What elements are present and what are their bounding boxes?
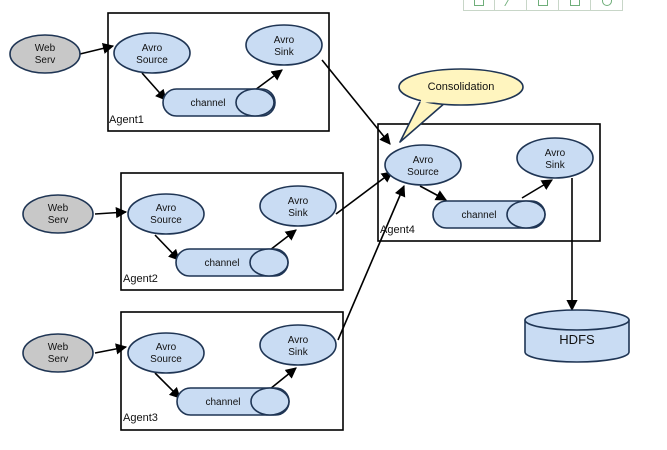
agent1-sink-line2: Sink xyxy=(274,47,294,58)
expand-button[interactable] xyxy=(495,0,527,11)
agent1-source-line2: Source xyxy=(136,55,168,66)
edge-agent3-source-channel xyxy=(154,372,181,399)
edge-agent1-channel-sink xyxy=(254,69,283,91)
agent3-channel-label: channel xyxy=(205,397,240,408)
agent2-channel: channel xyxy=(175,248,289,277)
agent3-sink-line2: Sink xyxy=(288,347,308,358)
agent4-source-line1: Avro xyxy=(413,155,434,166)
web-server-2-line2: Serv xyxy=(48,215,69,226)
agent2-channel-label: channel xyxy=(204,258,239,269)
edge-agent2-sink-agent4 xyxy=(335,171,393,215)
agent3-source-line1: Avro xyxy=(156,342,177,353)
web-server-1-line2: Serv xyxy=(35,55,56,66)
consolidation-callout: Consolidation xyxy=(398,68,524,143)
agent1-channel-label: channel xyxy=(190,98,225,109)
agent2-sink: Avro Sink xyxy=(259,185,337,227)
settings-icon xyxy=(601,0,612,6)
web-server-2: Web Serv xyxy=(22,194,94,234)
agent4-label: Agent4 xyxy=(380,224,415,236)
agent4-source: Avro Source xyxy=(384,144,462,186)
web-server-1-line1: Web xyxy=(35,43,56,54)
web-server-3: Web Serv xyxy=(22,333,94,373)
agent1-box xyxy=(107,12,330,132)
agent2-sink-line1: Avro xyxy=(288,196,309,207)
agent3-sink-line1: Avro xyxy=(288,335,309,346)
agent4-sink: Avro Sink xyxy=(516,137,594,179)
edge-agent4-source-channel xyxy=(419,185,447,201)
agent4-box xyxy=(377,123,601,242)
settings-button[interactable] xyxy=(591,0,623,11)
agent2-label: Agent2 xyxy=(123,273,158,285)
edge-agent1-sink-agent4 xyxy=(321,59,391,145)
agent1-label: Agent1 xyxy=(109,114,144,126)
agent1-source-line1: Avro xyxy=(142,43,163,54)
frame-icon xyxy=(569,0,580,6)
hdfs-label: HDFS xyxy=(559,332,595,347)
agent4-sink-line1: Avro xyxy=(545,148,566,159)
edge-agent2-source-channel xyxy=(154,234,180,261)
web-server-1: Web Serv xyxy=(9,34,81,74)
save-icon xyxy=(474,0,484,6)
hdfs-storage: HDFS xyxy=(524,309,630,363)
edge-agent4-channel-sink xyxy=(521,179,553,199)
frame-button[interactable] xyxy=(559,0,591,11)
save-button[interactable] xyxy=(463,0,495,11)
agent3-sink: Avro Sink xyxy=(259,324,337,366)
agent2-source-line2: Source xyxy=(150,215,182,226)
web-server-3-line1: Web xyxy=(48,342,69,353)
home-icon xyxy=(537,0,548,6)
consolidation-label: Consolidation xyxy=(428,81,495,93)
edge-agent1-source-channel xyxy=(141,72,167,101)
agent2-box xyxy=(120,172,344,291)
home-button[interactable] xyxy=(527,0,559,11)
agent2-source: Avro Source xyxy=(127,193,205,235)
agent3-source: Avro Source xyxy=(127,332,205,374)
agent3-box xyxy=(120,311,344,431)
toolbar xyxy=(463,0,623,12)
agent3-channel: channel xyxy=(176,387,290,416)
agent1-sink: Avro Sink xyxy=(245,24,323,66)
agent2-source-line1: Avro xyxy=(156,203,177,214)
edge-agent2-channel-sink xyxy=(269,229,297,251)
web-server-3-line2: Serv xyxy=(48,354,69,365)
agent4-channel: channel xyxy=(432,200,546,229)
agent1-channel: channel xyxy=(162,88,276,117)
agent3-source-line2: Source xyxy=(150,354,182,365)
web-server-2-line1: Web xyxy=(48,203,69,214)
agent3-label: Agent3 xyxy=(123,412,158,424)
agent4-sink-line2: Sink xyxy=(545,160,565,171)
agent4-source-line2: Source xyxy=(407,167,439,178)
agent2-sink-line2: Sink xyxy=(288,208,308,219)
agent1-sink-line1: Avro xyxy=(274,35,295,46)
edge-agent3-channel-sink xyxy=(269,367,297,390)
agent1-source: Avro Source xyxy=(113,32,191,74)
edge-agent3-sink-agent4 xyxy=(337,184,406,341)
agent4-channel-label: channel xyxy=(461,210,496,221)
